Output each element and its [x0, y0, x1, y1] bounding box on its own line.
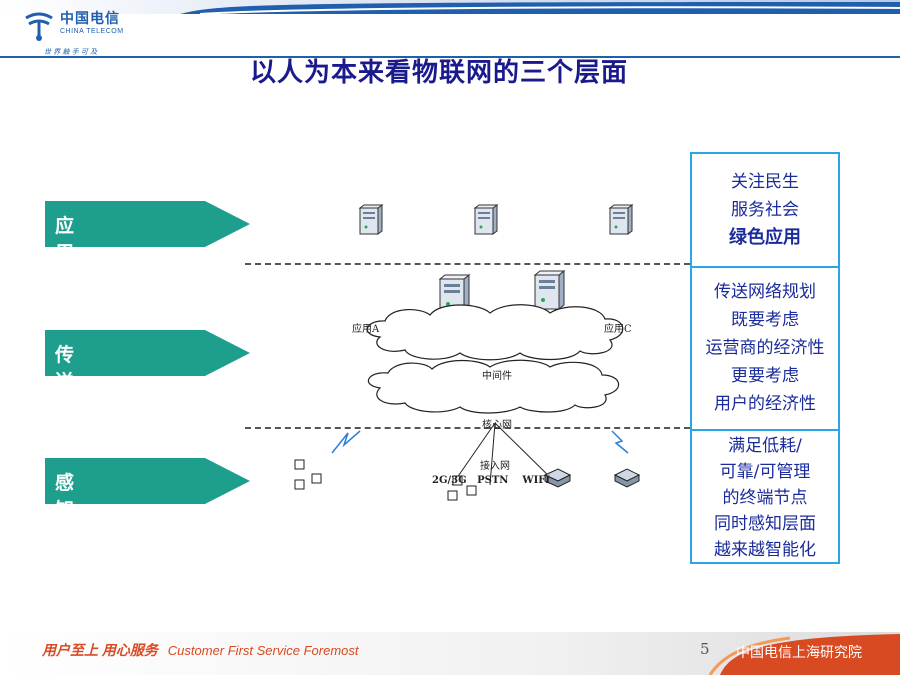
arrow-shape: [45, 330, 250, 376]
middleware-cloud: [367, 359, 620, 414]
benefit-line: 关注民生: [731, 172, 799, 192]
application-benefits: 关注民生 服务社会 绿色应用: [692, 154, 838, 268]
footer-slogan-cn: 用户至上 用心服务: [42, 642, 158, 658]
page-number: 5: [700, 640, 710, 658]
benefit-line: 运营商的经济性: [705, 338, 825, 358]
benefit-line: 既要考虑: [731, 310, 799, 330]
brand-name: 中国电信: [60, 11, 120, 27]
core-net-label: 核心网: [482, 420, 512, 431]
brand-name-en: CHINA TELECOM: [60, 28, 124, 35]
footer-slogan: 用户至上 用心服务 Customer First Service Foremos…: [42, 640, 358, 660]
server-icon: [474, 204, 498, 235]
benefit-line: 同时感知层面: [714, 514, 816, 534]
footer-bar: [0, 632, 900, 676]
header-banner: 中国电信 CHINA TELECOM 世 界 触 手 可 及: [0, 0, 900, 58]
sensor-nodes-icon: [447, 475, 477, 501]
benefit-line: 越来越智能化: [714, 540, 816, 560]
transport-benefits: 传送网络规划 既要考虑 运营商的经济性 更要考虑 用户的经济性: [692, 268, 838, 431]
institute-name: 中国电信上海研究院: [736, 645, 862, 661]
page-title: 以人为本来看物联网的三个层面: [250, 58, 629, 88]
footer-slogan-en: Customer First Service Foremost: [167, 643, 359, 658]
access-net-label: 接入网: [480, 461, 510, 472]
application-cloud: [366, 304, 624, 361]
layer-divider: [245, 427, 690, 429]
header-underline: [0, 56, 900, 58]
benefit-line: 用户的经济性: [714, 394, 816, 414]
benefit-line: 满足低耗/: [728, 436, 802, 456]
benefit-line: 服务社会: [731, 200, 799, 220]
network-diagram: [294, 204, 641, 501]
benefit-line-emphasis: 绿色应用: [729, 227, 801, 248]
server-icon: [534, 270, 565, 310]
router-icon: [543, 468, 572, 488]
header-background: [0, 0, 900, 15]
benefit-line: 可靠/可管理: [719, 462, 811, 482]
arrow-shape: [45, 201, 250, 247]
benefit-line: 更要考虑: [731, 366, 799, 386]
china-telecom-logo: 中国电信 CHINA TELECOM 世 界 触 手 可 及: [20, 6, 170, 56]
brand-slogan: 世 界 触 手 可 及: [44, 48, 98, 56]
wireless-signal-icon: [331, 430, 361, 454]
wireless-signal-icon: [611, 430, 629, 454]
app-a-label: 应用A: [352, 324, 380, 335]
server-icon: [359, 204, 383, 235]
access-types-label: 2G/3G PSTN WIFI: [432, 475, 551, 486]
layer-divider: [245, 263, 690, 265]
telecom-emblem-icon: [25, 12, 53, 41]
server-icon: [609, 204, 633, 235]
benefits-panel: 关注民生 服务社会 绿色应用 传送网络规划 既要考虑 运营商的经济性 更要考虑 …: [690, 152, 840, 564]
router-icon: [613, 468, 641, 488]
footer-background: [0, 632, 900, 676]
benefit-line: 传送网络规划: [714, 282, 816, 302]
sensor-nodes-icon: [294, 459, 322, 490]
app-c-label: 应用C: [604, 324, 632, 335]
arrow-shape: [45, 458, 250, 504]
benefit-line: 的终端节点: [722, 488, 808, 508]
middleware-label: 中间件: [482, 371, 512, 382]
sensing-benefits: 满足低耗/ 可靠/可管理 的终端节点 同时感知层面 越来越智能化: [692, 431, 838, 562]
layer-label-text: 感知层要智能: [55, 472, 75, 629]
